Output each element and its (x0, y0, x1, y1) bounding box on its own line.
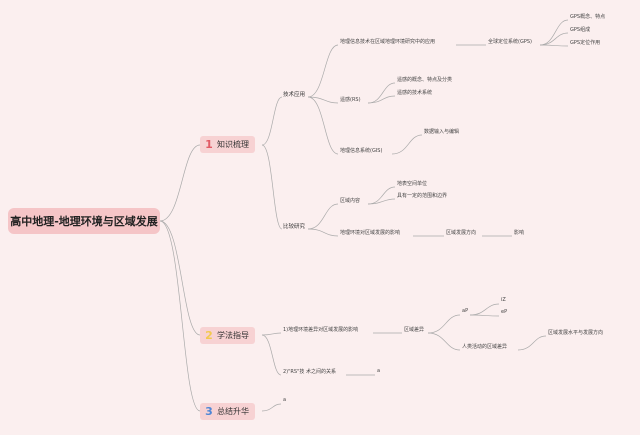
connector-branch1-compare (261, 144, 283, 230)
node-development-direction[interactable]: 区域发展方向 (446, 230, 477, 236)
number-two-badge-icon: 2 (205, 329, 213, 342)
connector-region-unit (367, 186, 396, 205)
connector-compare-impact (307, 228, 339, 237)
branch-label: 总结升华 (217, 407, 249, 416)
node-gps-components[interactable]: GPS组成 (570, 27, 591, 33)
connector-ap-ep (469, 314, 500, 317)
node-gis[interactable]: 地理信息系统(GIS) (340, 148, 383, 154)
root-topic[interactable]: 高中地理-地理环境与区域发展 (8, 208, 160, 234)
connector-tech-rs (307, 96, 339, 104)
node-g2-a[interactable]: a (377, 368, 381, 374)
connector-regiondiff-ap (427, 314, 461, 334)
branch-method-guide[interactable]: 2 学法指导 (200, 327, 255, 344)
branch-label: 学法指导 (217, 331, 249, 340)
node-gis-data-input[interactable]: 数据输入与编辑 (424, 129, 460, 135)
node-rs[interactable]: 遥感(RS) (340, 97, 361, 103)
node-range-and-boundary[interactable]: 具有一定的范围和边界 (397, 193, 448, 199)
node-regional-difference[interactable]: 区域差异 (404, 327, 425, 333)
connector-compare-region (307, 203, 339, 230)
node-rs-relationship[interactable]: 2)"RS"技 术之间的关系 (283, 369, 336, 375)
branch-summary[interactable]: 3 总结升华 (200, 403, 255, 420)
node-gps[interactable]: 全球定位系统(GPS) (488, 39, 532, 45)
connector-ap-iz (469, 303, 500, 316)
connector-root-branch3 (159, 220, 201, 412)
node-tech-in-research[interactable]: 地理信息技术在区域地理环境研究中的应用 (340, 39, 436, 45)
node-environment-impact[interactable]: 地理环境对区域发展的影响 (340, 230, 401, 236)
node-development-level[interactable]: 区域发展水平与发展方向 (548, 330, 604, 336)
branch-knowledge-review[interactable]: 1 知识梳理 (200, 136, 255, 153)
connector-tech-gis (307, 96, 339, 155)
connector-region-scope (367, 198, 396, 205)
connector-branch1-tech (261, 96, 283, 146)
node-ep[interactable]: eP (501, 309, 508, 315)
connector-rs-concept (367, 82, 396, 104)
connector-branch2-item1 (261, 332, 282, 336)
node-comparative-study[interactable]: 比较研究 (283, 224, 306, 230)
node-surface-spatial-unit[interactable]: 地表空间单位 (397, 181, 428, 187)
node-rs-tech-system[interactable]: 遥感的技术系统 (397, 90, 433, 96)
number-three-badge-icon: 3 (205, 405, 213, 418)
node-gps-concept[interactable]: GPS概念、特点 (570, 14, 606, 20)
connector-tech-research (307, 44, 339, 98)
connector-rs-tech (367, 95, 396, 104)
node-rs-concept[interactable]: 遥感的概念、特点及分类 (397, 77, 453, 83)
connector-root-branch2 (159, 220, 201, 336)
node-region-content[interactable]: 区域内容 (340, 198, 361, 204)
node-human-activity-difference[interactable]: 人类活动的区域差异 (462, 344, 508, 350)
connector-gps-components (539, 32, 569, 46)
node-ap[interactable]: aP (462, 308, 469, 314)
connector-gis-data (391, 134, 423, 155)
connector-root-branch1 (159, 144, 201, 222)
connector-branch3-a (261, 403, 282, 412)
node-impact[interactable]: 影响 (514, 230, 525, 236)
connector-gps-concept (539, 19, 569, 46)
connector-branch2-item2 (261, 334, 282, 376)
node-iz[interactable]: iZ (501, 297, 506, 303)
number-one-badge-icon: 1 (205, 138, 213, 151)
node-env-difference-impact[interactable]: 1)地理环境差异对区域发展的影响 (283, 327, 359, 333)
node-g3-a[interactable]: a (283, 397, 287, 403)
connector-regiondiff-human (427, 332, 461, 351)
root-title: 高中地理-地理环境与区域发展 (10, 215, 158, 228)
node-gps-positioning[interactable]: GPS定位作用 (570, 40, 601, 46)
branch-label: 知识梳理 (217, 140, 249, 149)
connector-human-level (517, 335, 547, 351)
connector-gps-positioning (539, 44, 569, 47)
node-tech-application[interactable]: 技术应用 (283, 92, 306, 98)
